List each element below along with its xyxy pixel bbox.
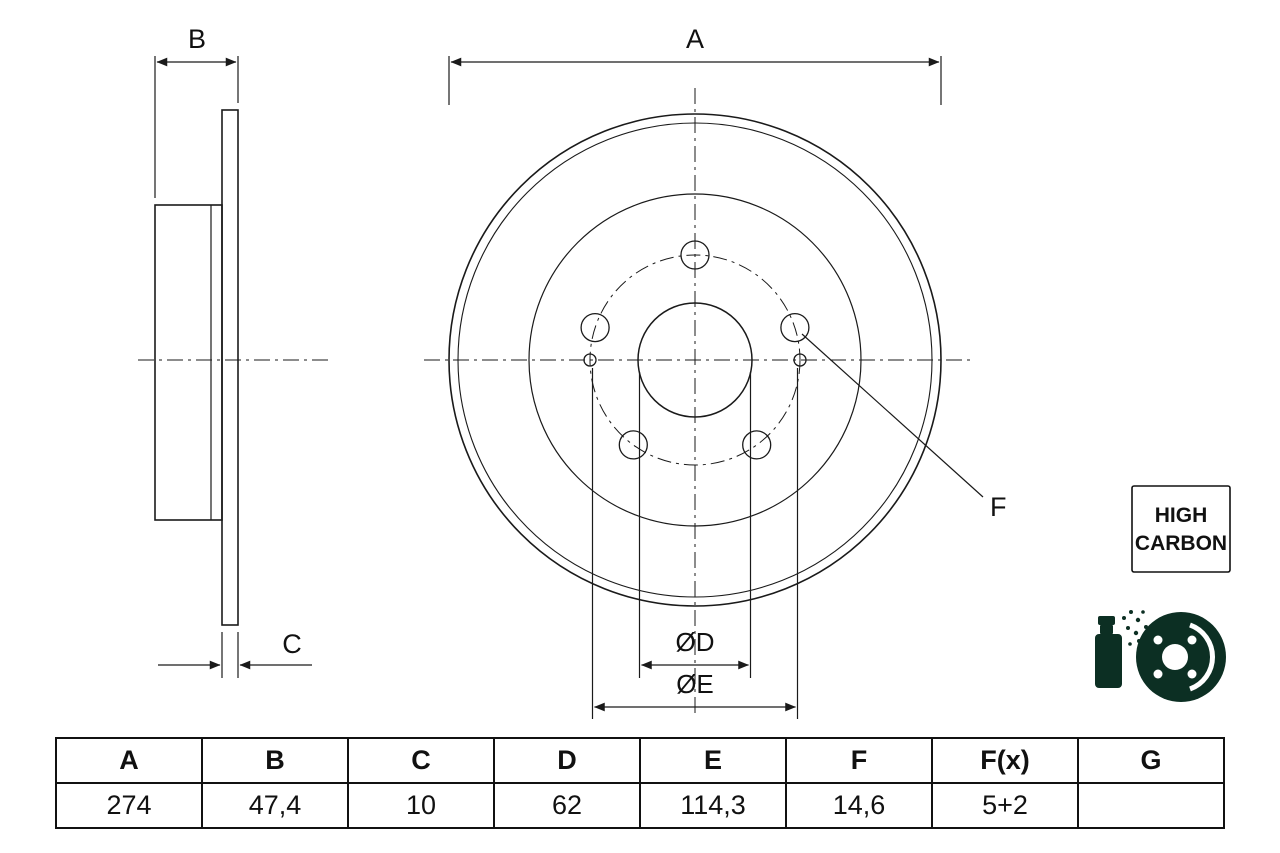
- dimension-a: [448, 56, 942, 105]
- front-view: [424, 88, 975, 714]
- technical-drawing: B C: [138, 24, 1231, 719]
- dimension-e-label: ØE: [676, 669, 714, 699]
- disc-icon: [1136, 612, 1226, 702]
- dimension-c: [158, 632, 312, 678]
- spray-droplets: [1122, 610, 1150, 646]
- table-value: 114,3: [639, 782, 787, 829]
- table-value: 62: [493, 782, 641, 829]
- dimension-c-label: C: [282, 629, 302, 659]
- dimension-f-label: F: [990, 492, 1007, 522]
- table-header: A: [55, 737, 203, 784]
- table-header: D: [493, 737, 641, 784]
- table-value: 14,6: [785, 782, 933, 829]
- table-header: E: [639, 737, 787, 784]
- table-header: F: [785, 737, 933, 784]
- dimension-d: [638, 372, 752, 678]
- dimension-b-label: B: [188, 24, 206, 54]
- table-value: 10: [347, 782, 495, 829]
- f-leader-line: [801, 333, 984, 498]
- spray-can-icon: [1095, 616, 1122, 688]
- dimension-table-value-row: 274 47,4 10 62 114,3 14,6 5+2: [55, 782, 1225, 829]
- table-value: [1077, 782, 1225, 829]
- coated-disc-icon: [1095, 610, 1226, 702]
- table-header: G: [1077, 737, 1225, 784]
- bolt-hole: [618, 430, 648, 460]
- bolt-hole: [580, 312, 610, 343]
- bolt-hole: [780, 312, 810, 343]
- table-value: 5+2: [931, 782, 1079, 829]
- high-carbon-line2: CARBON: [1135, 532, 1227, 555]
- dimension-d-label: ØD: [676, 627, 715, 657]
- dimension-e: [591, 368, 799, 719]
- table-header: B: [201, 737, 349, 784]
- bolt-hole: [742, 430, 772, 460]
- dimension-b: [154, 56, 239, 198]
- table-header: C: [347, 737, 495, 784]
- side-view: [138, 109, 333, 626]
- high-carbon-badge: HIGH CARBON: [1131, 485, 1231, 573]
- dimension-table: A B C D E F F(x) G 274 47,4 10 62 114,3 …: [55, 737, 1225, 829]
- table-value: 47,4: [201, 782, 349, 829]
- table-header: F(x): [931, 737, 1079, 784]
- dimension-table-header-row: A B C D E F F(x) G: [55, 737, 1225, 784]
- table-value: 274: [55, 782, 203, 829]
- dimension-a-label: A: [686, 24, 704, 54]
- side-view-hub-hat: [154, 204, 223, 521]
- side-view-friction-plate: [221, 109, 239, 626]
- high-carbon-line1: HIGH: [1155, 504, 1208, 527]
